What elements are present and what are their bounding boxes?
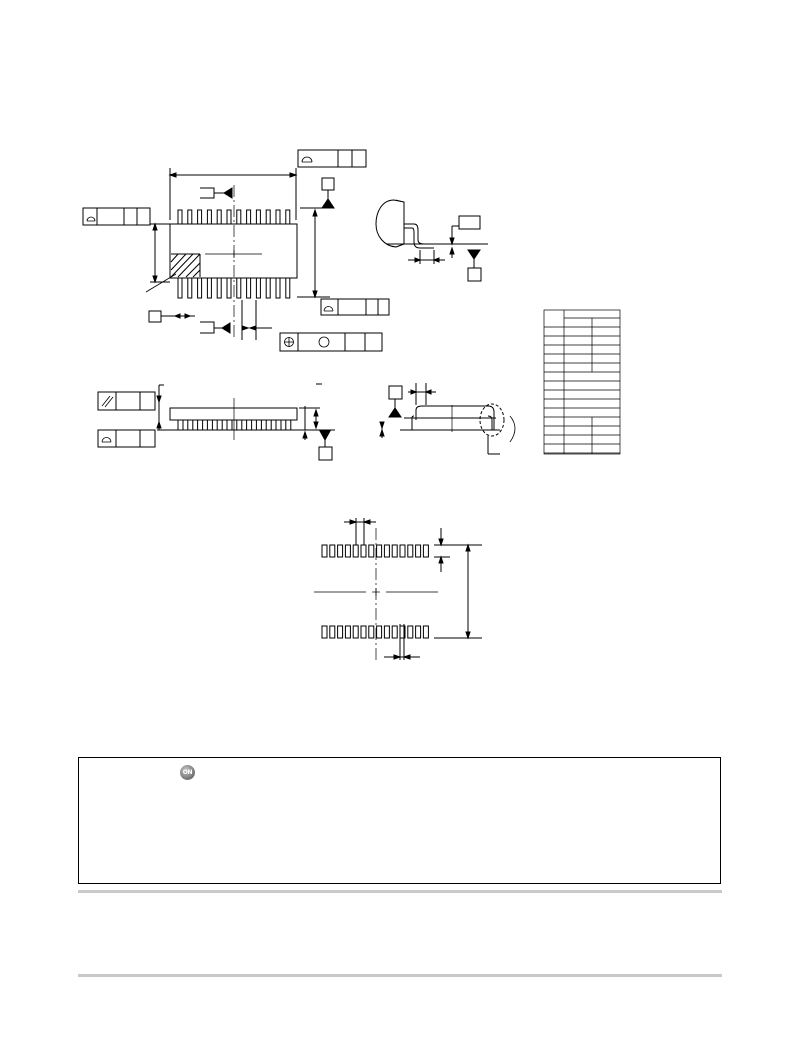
lead-lower: [285, 277, 291, 299]
footprint-pad-bottom: [383, 625, 390, 639]
lead-lower: [255, 277, 261, 299]
lead-lower: [226, 277, 232, 299]
footprint-pad-bottom: [344, 625, 351, 639]
footprint-pad-top: [321, 544, 328, 558]
footprint-pad-top: [376, 544, 383, 558]
lead-upper: [265, 209, 271, 225]
footprint-pad-bottom: [368, 625, 375, 639]
lead-lower: [236, 277, 242, 299]
width-dimension: [168, 168, 298, 220]
footprint-pad-top: [337, 544, 344, 558]
dimension-table: [543, 309, 621, 455]
footprint-pad-bottom: [360, 625, 367, 639]
lead-side: [265, 419, 272, 431]
package-body-side: [169, 407, 298, 421]
position-tolerance-frame: [279, 332, 383, 352]
lead-upper: [197, 209, 203, 225]
lead-upper: [236, 209, 242, 225]
height-dimension-right: [297, 208, 330, 299]
datum-box-right: [300, 177, 335, 209]
footprint-pad-bottom: [337, 625, 344, 639]
footprint-pad-top: [407, 544, 414, 558]
side-leads: [177, 419, 292, 431]
lead-upper: [216, 209, 222, 225]
on-semiconductor-logo-icon: ON: [180, 765, 195, 780]
lead-upper: [246, 209, 252, 225]
footprint-pad-top: [391, 544, 398, 558]
soldering-footprint: [314, 518, 482, 660]
lead-upper: [255, 209, 261, 225]
lead-lower: [265, 277, 271, 299]
profile-frame-side: [97, 429, 156, 448]
footprint-pad-bottom: [415, 625, 422, 639]
lead-side: [255, 419, 262, 431]
company-info-box: ON: [78, 757, 721, 884]
lead-upper: [285, 209, 291, 225]
lead-lower: [206, 277, 212, 299]
pin-one-hatch: [170, 253, 201, 278]
lead-side: [275, 419, 282, 431]
footprint-pad-top: [360, 544, 367, 558]
top-view: [82, 149, 390, 352]
footprint-pad-top: [352, 544, 359, 558]
lead-side: [187, 419, 194, 431]
lead-side: [226, 419, 233, 431]
lead-lower: [216, 277, 222, 299]
footprint-pads-top: [321, 544, 429, 558]
datum-flag-lower: [200, 300, 272, 340]
lead-detail-view: [375, 199, 488, 282]
footprint-pad-top: [344, 544, 351, 558]
lead-side: [285, 419, 292, 431]
footprint-pad-top: [422, 544, 429, 558]
footprint-pad-bottom: [321, 625, 328, 639]
lead-upper: [226, 209, 232, 225]
lead-side: [246, 419, 253, 431]
footprint-pad-top: [329, 544, 336, 558]
footer-rule-top: [78, 890, 722, 893]
footprint-pad-bottom: [352, 625, 359, 639]
end-view: [379, 383, 516, 455]
footprint-pad-bottom: [329, 625, 336, 639]
lead-lower: [275, 277, 281, 299]
lead-lower: [246, 277, 252, 299]
footprint-pad-bottom: [391, 625, 398, 639]
lead-lower: [177, 277, 183, 299]
footprint-pad-bottom: [376, 625, 383, 639]
side-view: [97, 383, 335, 461]
profile-tolerance-frame-top: [297, 149, 367, 168]
footer-rule-bottom: [78, 974, 722, 977]
parallelism-frame: [97, 391, 156, 411]
profile-tolerance-frame-left: [82, 207, 151, 226]
height-dimension-left: [150, 222, 170, 284]
lead-upper: [187, 209, 193, 225]
lead-side: [177, 419, 184, 431]
lead-side: [216, 419, 223, 431]
profile-tolerance-frame-lower: [320, 298, 390, 316]
lead-side: [236, 419, 243, 431]
lead-upper: [177, 209, 183, 225]
lead-upper: [206, 209, 212, 225]
footprint-pad-top: [368, 544, 375, 558]
footprint-pad-top: [383, 544, 390, 558]
lead-upper: [275, 209, 281, 225]
lead-lower: [187, 277, 193, 299]
lead-side: [206, 419, 213, 431]
footprint-pad-bottom: [422, 625, 429, 639]
datum-flag-upper: [200, 187, 233, 199]
package-body-top: [169, 223, 298, 279]
footprint-pad-top: [399, 544, 406, 558]
datum-box-lower-left: [148, 310, 195, 323]
footprint-pad-bottom: [407, 625, 414, 639]
footprint-pads-bottom: [321, 625, 429, 639]
lead-lower: [197, 277, 203, 299]
lead-side: [197, 419, 204, 431]
footprint-pad-top: [415, 544, 422, 558]
